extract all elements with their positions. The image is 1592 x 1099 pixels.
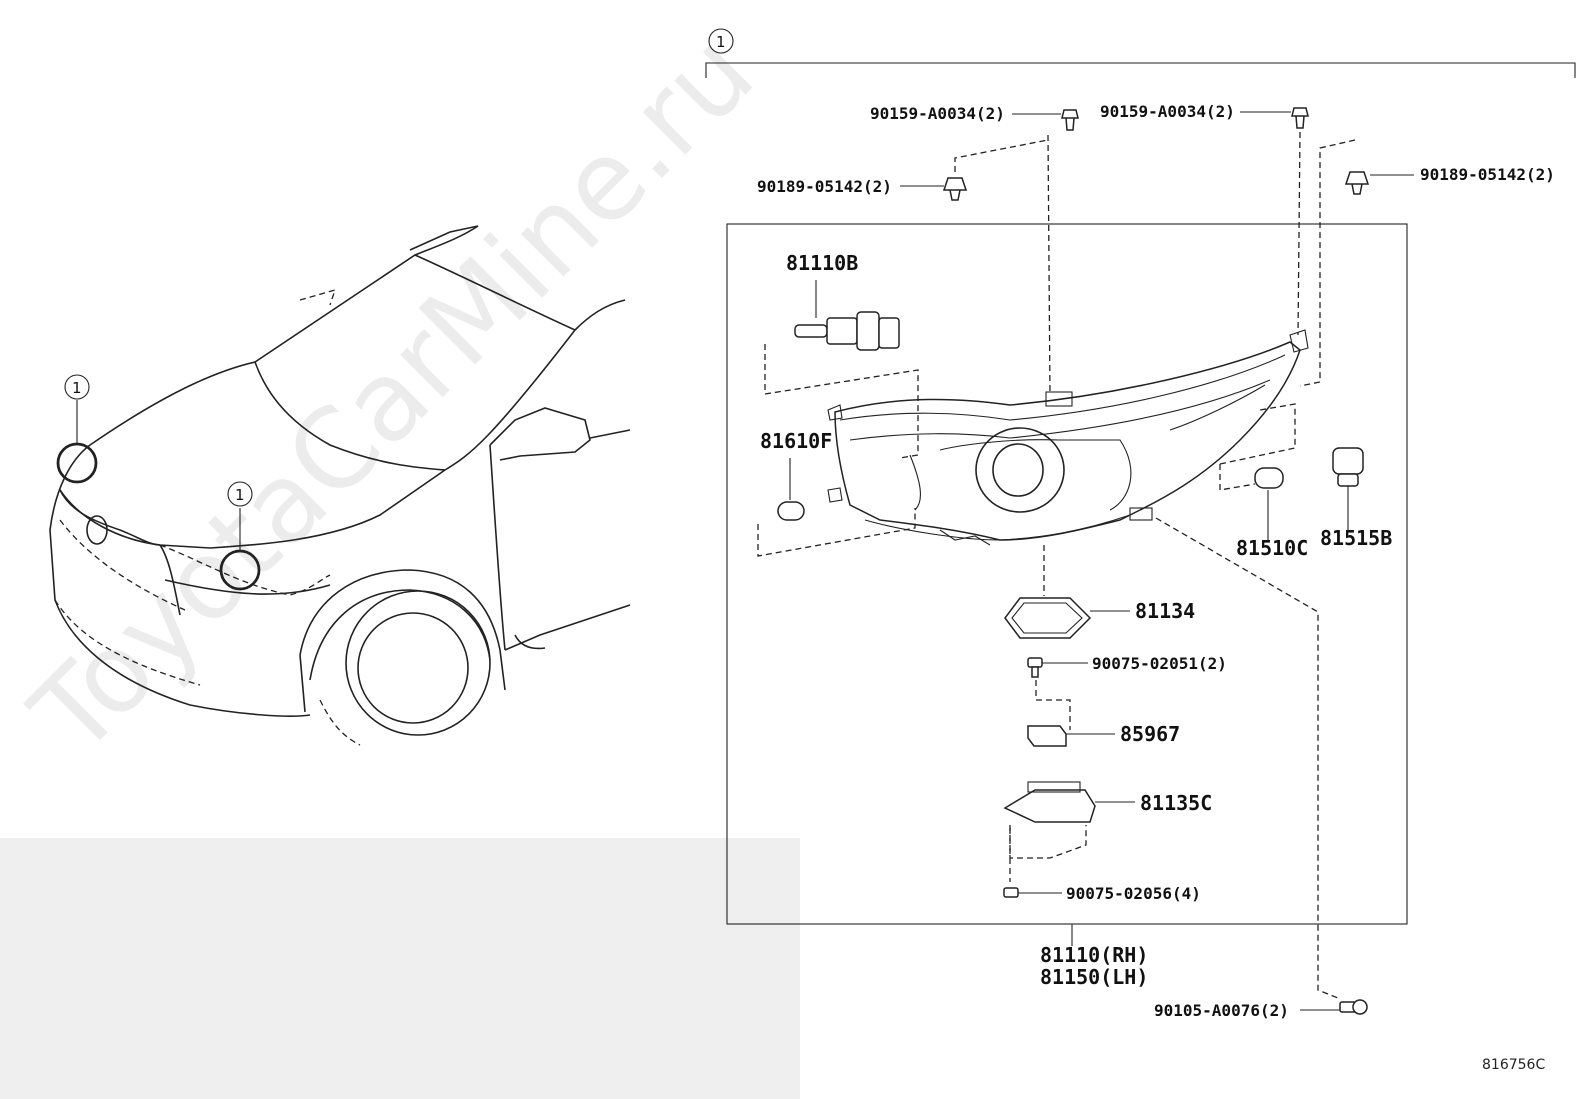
label-90075-02056: 90075-02056(4) bbox=[1066, 884, 1201, 903]
label-90105: 90105-A0076(2) bbox=[1154, 1001, 1289, 1020]
bracket-callout-number: 1 bbox=[716, 33, 726, 51]
module-85967[interactable]: 85967 bbox=[1027, 722, 1180, 747]
label-81610f: 81610F bbox=[760, 429, 832, 453]
igniter-81135c[interactable]: 81135C bbox=[1003, 781, 1212, 859]
label-81515b: 81515B bbox=[1320, 526, 1392, 550]
assembly-bracket: 1 bbox=[705, 28, 1576, 78]
callout-number-left: 1 bbox=[72, 379, 82, 397]
callout-number-right: 1 bbox=[235, 486, 245, 504]
label-81134: 81134 bbox=[1135, 599, 1195, 623]
label-81510c: 81510C bbox=[1236, 536, 1308, 560]
label-90159-right: 90159-A0034(2) bbox=[1100, 102, 1235, 121]
bolt-icon-right[interactable] bbox=[1291, 107, 1309, 129]
screw-90075-02056[interactable]: 90075-02056(4) bbox=[1003, 828, 1201, 903]
label-90159-left: 90159-A0034(2) bbox=[870, 104, 1005, 123]
bolt-90105[interactable]: 90105-A0076(2) bbox=[1154, 517, 1368, 1020]
bolt-icon-left[interactable] bbox=[1061, 109, 1079, 131]
bulb-81110b[interactable]: 81110B bbox=[764, 251, 919, 459]
label-90189-left: 90189-05142(2) bbox=[757, 177, 892, 196]
white-panel-right bbox=[800, 0, 1592, 1099]
bulb-81610f[interactable]: 81610F bbox=[757, 429, 916, 557]
label-90075-02051: 90075-02051(2) bbox=[1092, 654, 1227, 673]
assembly-box bbox=[726, 223, 1408, 925]
gasket-81134[interactable]: 81134 bbox=[1004, 545, 1195, 639]
label-90189-right: 90189-05142(2) bbox=[1420, 165, 1555, 184]
label-81110-rh: 81110(RH) bbox=[1040, 943, 1148, 967]
screw-90075-02051[interactable]: 90075-02051(2) bbox=[1027, 654, 1227, 730]
top-fasteners: 90159-A0034(2) 90159-A0034(2) 90189-0514… bbox=[757, 102, 1555, 396]
white-panel-left bbox=[0, 0, 800, 838]
label-81150-lh: 81150(LH) bbox=[1040, 965, 1148, 989]
socket-81515b[interactable]: 81515B bbox=[1320, 447, 1392, 550]
label-85967: 85967 bbox=[1120, 722, 1180, 746]
car-illustration: 1 1 bbox=[49, 225, 631, 746]
reference-code: 816756C bbox=[1482, 1057, 1545, 1073]
label-81135c: 81135C bbox=[1140, 791, 1212, 815]
label-81110b: 81110B bbox=[786, 251, 858, 275]
bulb-81510c[interactable]: 81510C bbox=[1219, 403, 1308, 560]
clip-icon-left[interactable] bbox=[942, 177, 968, 201]
headlamp-unit[interactable] bbox=[827, 329, 1309, 546]
clip-icon-right[interactable] bbox=[1344, 171, 1370, 195]
